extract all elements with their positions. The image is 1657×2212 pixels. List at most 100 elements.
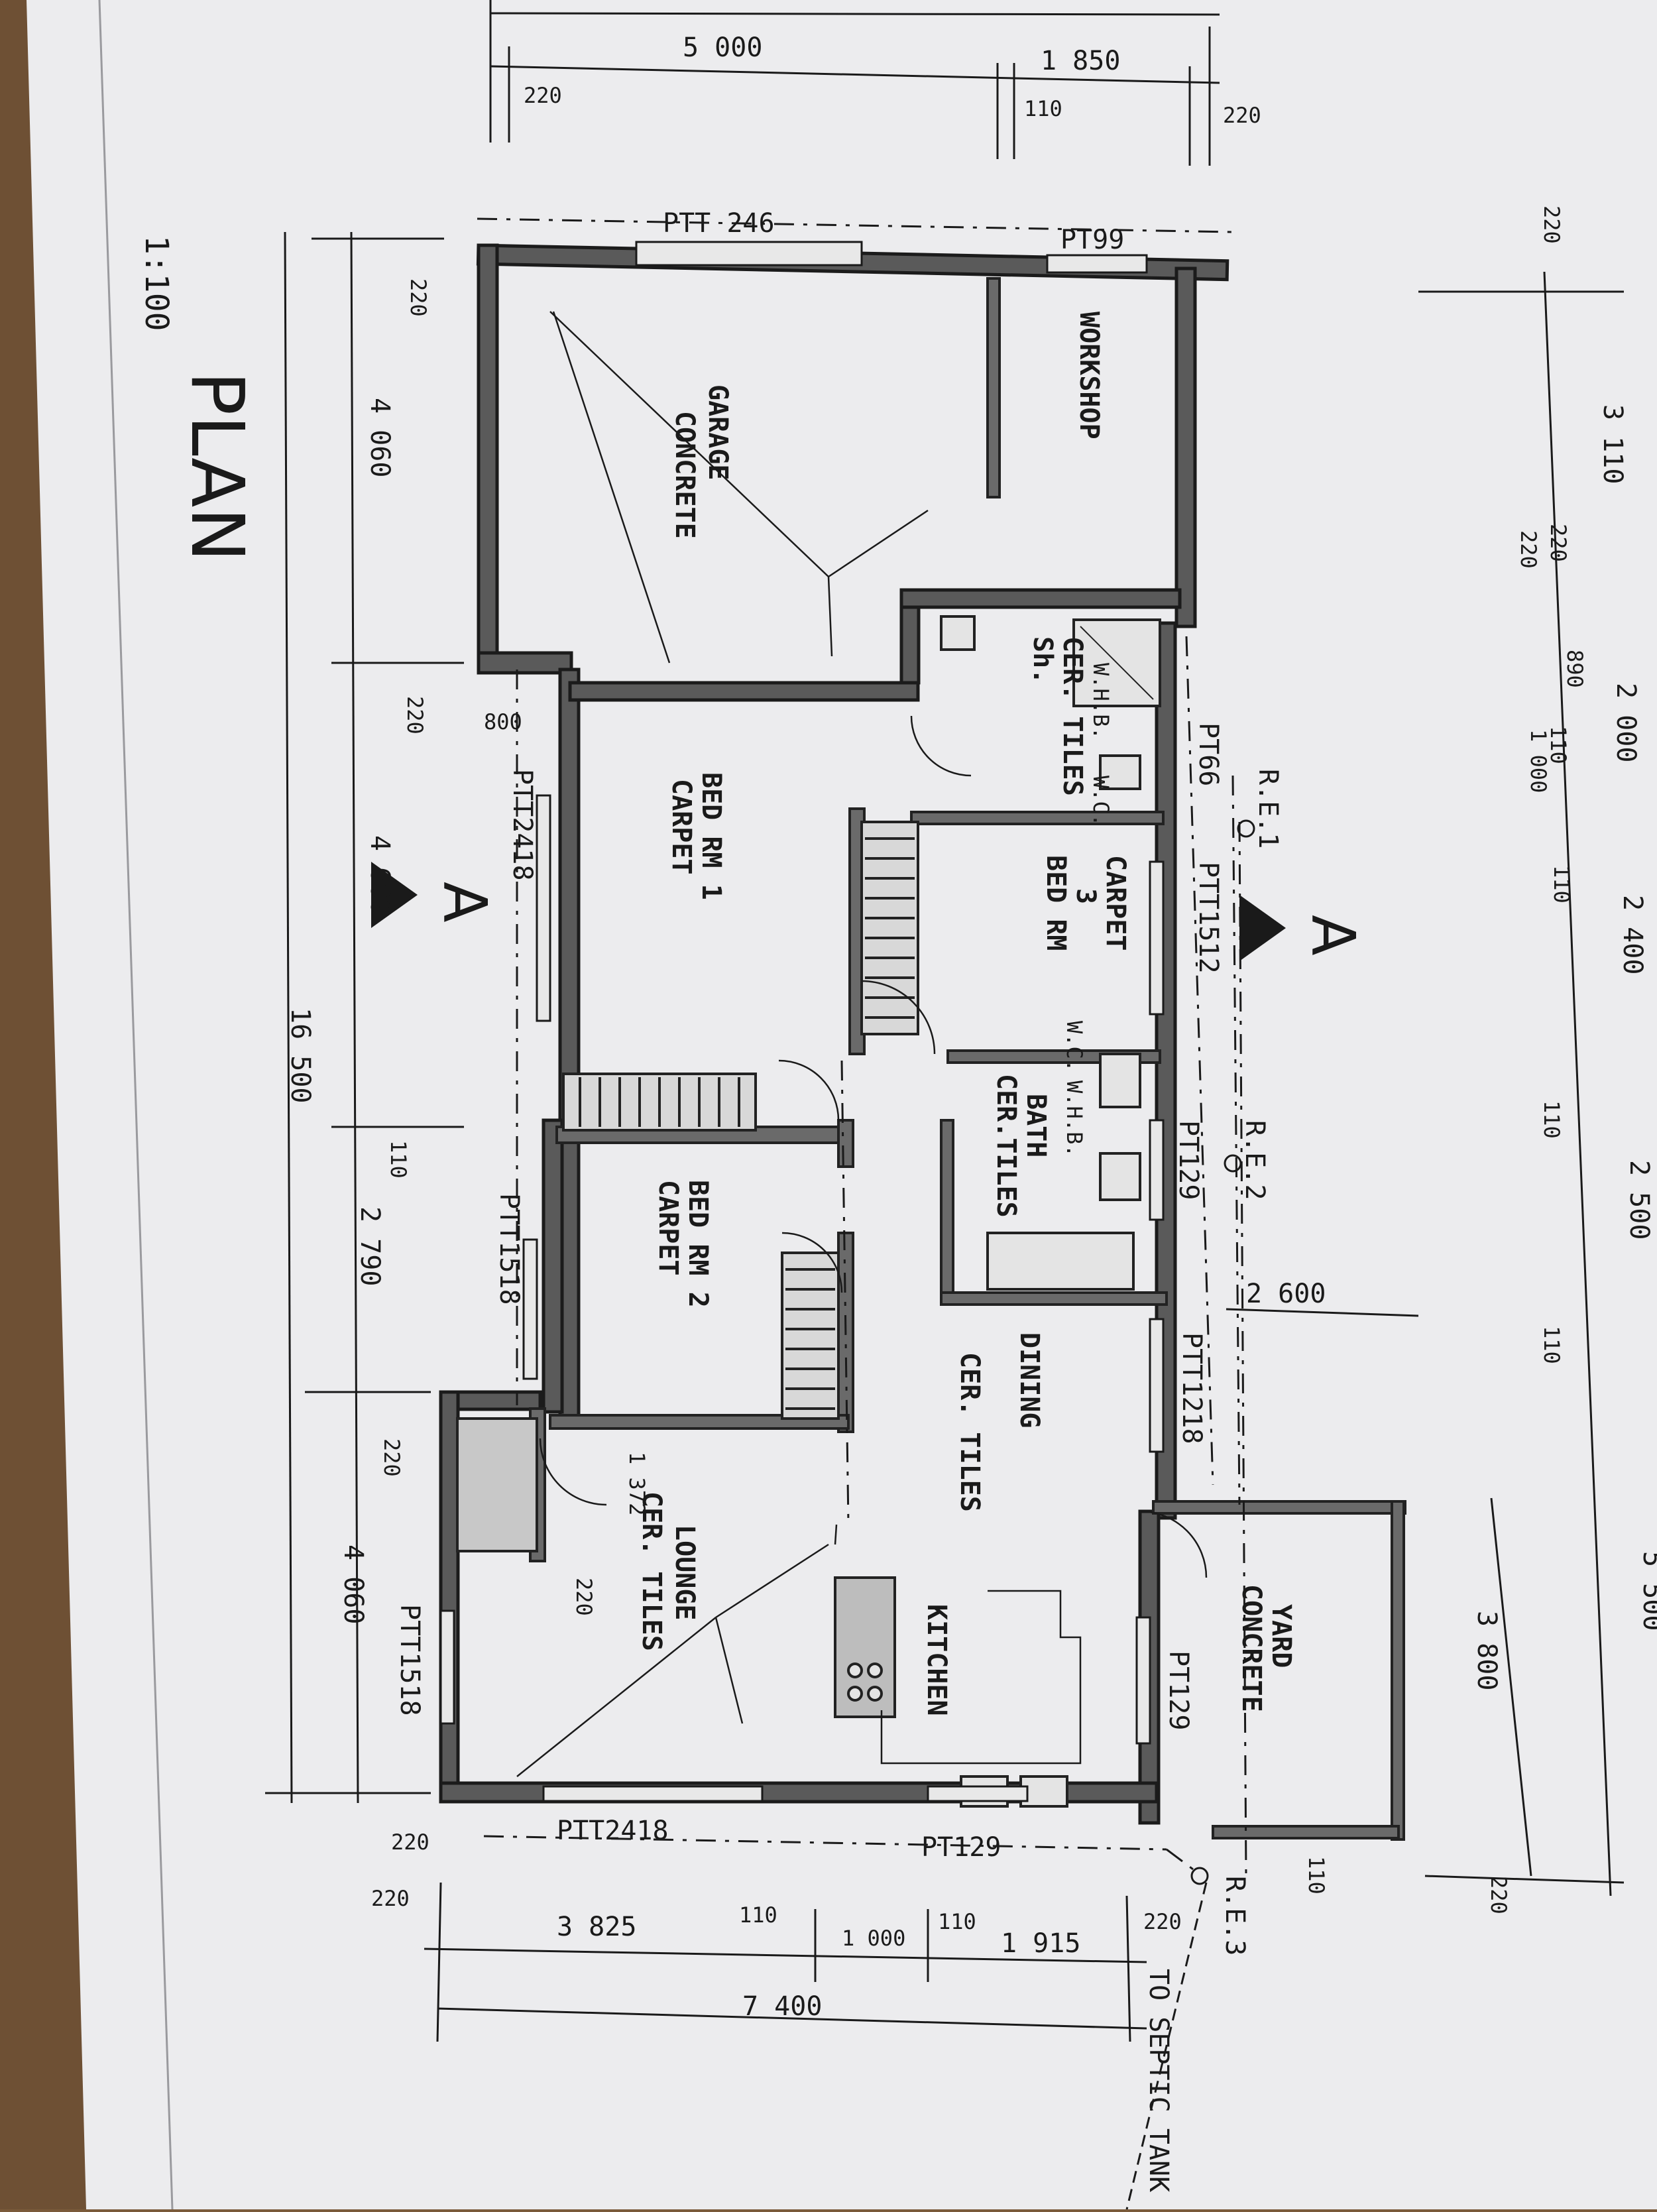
- svg-text:220: 220: [524, 83, 562, 108]
- lounge-label: LOUNGE: [669, 1525, 700, 1621]
- svg-text:220: 220: [402, 696, 428, 734]
- svg-text:220: 220: [1539, 205, 1564, 244]
- svg-text:4 060: 4 060: [338, 1544, 369, 1624]
- svg-text:1 372: 1 372: [624, 1452, 650, 1515]
- bed3-label: BED RM: [1041, 855, 1071, 951]
- workshop-label: WORKSHOP: [1074, 312, 1104, 439]
- svg-text:110: 110: [1304, 1856, 1329, 1894]
- svg-text:110: 110: [739, 1902, 777, 1928]
- door-swings: [539, 715, 1208, 1578]
- windows: [439, 241, 1165, 1802]
- svg-text:220: 220: [371, 1886, 410, 1911]
- whb-label-2: W.H.B.: [1062, 1080, 1087, 1157]
- wardrobe-bed1: [562, 1073, 757, 1132]
- svg-text:220: 220: [1143, 1909, 1182, 1934]
- room-labels: GARAGE CONCRETE WORKSHOP Sh. CER. TILES …: [636, 312, 1296, 1716]
- svg-text:2 400: 2 400: [1617, 895, 1648, 974]
- svg-text:110: 110: [1539, 1100, 1564, 1139]
- window-labels: PTT 246 PT99 PT66 PTT1512 PT129 PTT1218 …: [394, 208, 1224, 1863]
- shower-label: Sh.: [1027, 636, 1058, 684]
- svg-text:1 000: 1 000: [842, 1926, 905, 1951]
- wc-label-1: W.C.: [1088, 776, 1114, 827]
- window-ptt246: PTT 246: [663, 208, 775, 239]
- plan-title-block: PLAN 1:100: [138, 235, 260, 562]
- svg-text:110: 110: [1024, 96, 1062, 121]
- diagonal-floor-marks: [516, 311, 929, 1777]
- svg-text:2 500: 2 500: [1624, 1160, 1654, 1240]
- wc-label-2: W.C.: [1062, 1021, 1087, 1072]
- re1-label: R.E.1: [1253, 769, 1283, 848]
- garage-label: GARAGE: [703, 384, 733, 481]
- svg-text:1 850: 1 850: [1041, 46, 1120, 76]
- svg-text:220: 220: [571, 1578, 597, 1616]
- svg-text:110: 110: [386, 1140, 411, 1179]
- bed2-floor-label: CARPET: [653, 1180, 683, 1276]
- svg-text:110: 110: [1546, 726, 1571, 764]
- svg-text:220: 220: [1223, 103, 1261, 128]
- svg-text:A: A: [1298, 915, 1367, 956]
- svg-text:4 060: 4 060: [365, 398, 395, 477]
- svg-text:220: 220: [379, 1438, 404, 1477]
- dimension-lines: [265, 0, 1625, 2042]
- svg-text:4 600: 4 600: [365, 835, 395, 915]
- plan-title: PLAN: [175, 371, 260, 562]
- svg-text:220: 220: [1516, 530, 1541, 569]
- window-pt66: PT66: [1193, 723, 1224, 786]
- svg-text:220: 220: [406, 278, 431, 317]
- window-pt129-a: PT129: [1173, 1120, 1204, 1200]
- window-pt129-b: PT129: [1163, 1651, 1194, 1730]
- dining-floor-label: CER. TILES: [954, 1352, 985, 1512]
- kitchen-label: KITCHEN: [921, 1604, 952, 1716]
- dimension-text-left: 220 4 060 220 800 4 600 16 500 110 2 790…: [285, 278, 650, 1624]
- dining-label: DINING: [1014, 1332, 1045, 1428]
- svg-text:5 500: 5 500: [1637, 1551, 1657, 1631]
- kitchen-bench: [880, 1590, 1082, 1765]
- re3-label: R.E.3: [1220, 1876, 1250, 1955]
- rainwater-labels: R.E.1 R.E.2 R.E.3 TO SEPTIC TANK: [1143, 769, 1283, 2192]
- wardrobe-bed3: [860, 821, 919, 1035]
- svg-text:3 825: 3 825: [557, 1912, 636, 1942]
- dimension-text-top: 5 000 1 850 220 110 220: [524, 32, 1261, 128]
- septic-label: TO SEPTIC TANK: [1143, 1969, 1174, 2192]
- svg-text:800: 800: [484, 709, 522, 734]
- svg-text:A: A: [429, 882, 499, 923]
- bed1-floor-label: CARPET: [666, 779, 697, 875]
- window-ptt1218: PTT1218: [1176, 1332, 1207, 1444]
- svg-text:1 915: 1 915: [1001, 1928, 1080, 1959]
- svg-text:16 500: 16 500: [285, 1008, 315, 1104]
- window-pt129-bottom: PT129: [921, 1832, 1001, 1863]
- re2-label: R.E.2: [1239, 1120, 1270, 1200]
- dimension-text-bottom: 220 220 3 825 110 1 000 110 1 915 220 7 …: [371, 1830, 1182, 2022]
- bath-label: BATH: [1021, 1094, 1051, 1157]
- svg-text:110: 110: [1539, 1326, 1564, 1364]
- svg-text:220: 220: [1486, 1876, 1511, 1914]
- cer-tiles-label-1: CER. TILES: [1057, 636, 1088, 796]
- window-ptt2418-bottom: PTT2418: [557, 1816, 669, 1846]
- svg-text:2 000: 2 000: [1611, 683, 1641, 762]
- window-pt99: PT99: [1060, 225, 1124, 255]
- svg-text:1 000: 1 000: [1526, 729, 1551, 793]
- yard-floor-label: CONCRETE: [1236, 1584, 1267, 1712]
- bed2-label: BED RM 2: [683, 1180, 713, 1308]
- window-ptt1512: PTT1512: [1193, 862, 1224, 974]
- linen-cupboard: [456, 1417, 538, 1552]
- plan-scale: 1:100: [138, 235, 175, 331]
- paper-fold-line: [98, 0, 174, 2210]
- window-ptt1518-lounge: PTT1518: [394, 1604, 425, 1716]
- svg-text:890: 890: [1562, 650, 1587, 688]
- wardrobe-bed2: [781, 1252, 840, 1420]
- bed3-number: 3: [1070, 888, 1101, 904]
- svg-text:2 600: 2 600: [1246, 1279, 1326, 1309]
- bath-floor-label: CER.TILES: [991, 1074, 1021, 1218]
- section-marker-left: A: [371, 862, 499, 928]
- svg-text:220: 220: [391, 1830, 429, 1855]
- bed3-floor-label: CARPET: [1100, 855, 1131, 951]
- svg-text:3 800: 3 800: [1471, 1611, 1502, 1690]
- bed1-label: BED RM 1: [696, 772, 726, 900]
- window-ptt2418-left: PTT2418: [507, 769, 538, 881]
- window-ptt1518-left: PTT1518: [494, 1193, 524, 1305]
- lounge-floor-label: CER. TILES: [636, 1491, 667, 1651]
- svg-text:5 000: 5 000: [683, 32, 762, 63]
- garage-floor-label: CONCRETE: [669, 411, 700, 539]
